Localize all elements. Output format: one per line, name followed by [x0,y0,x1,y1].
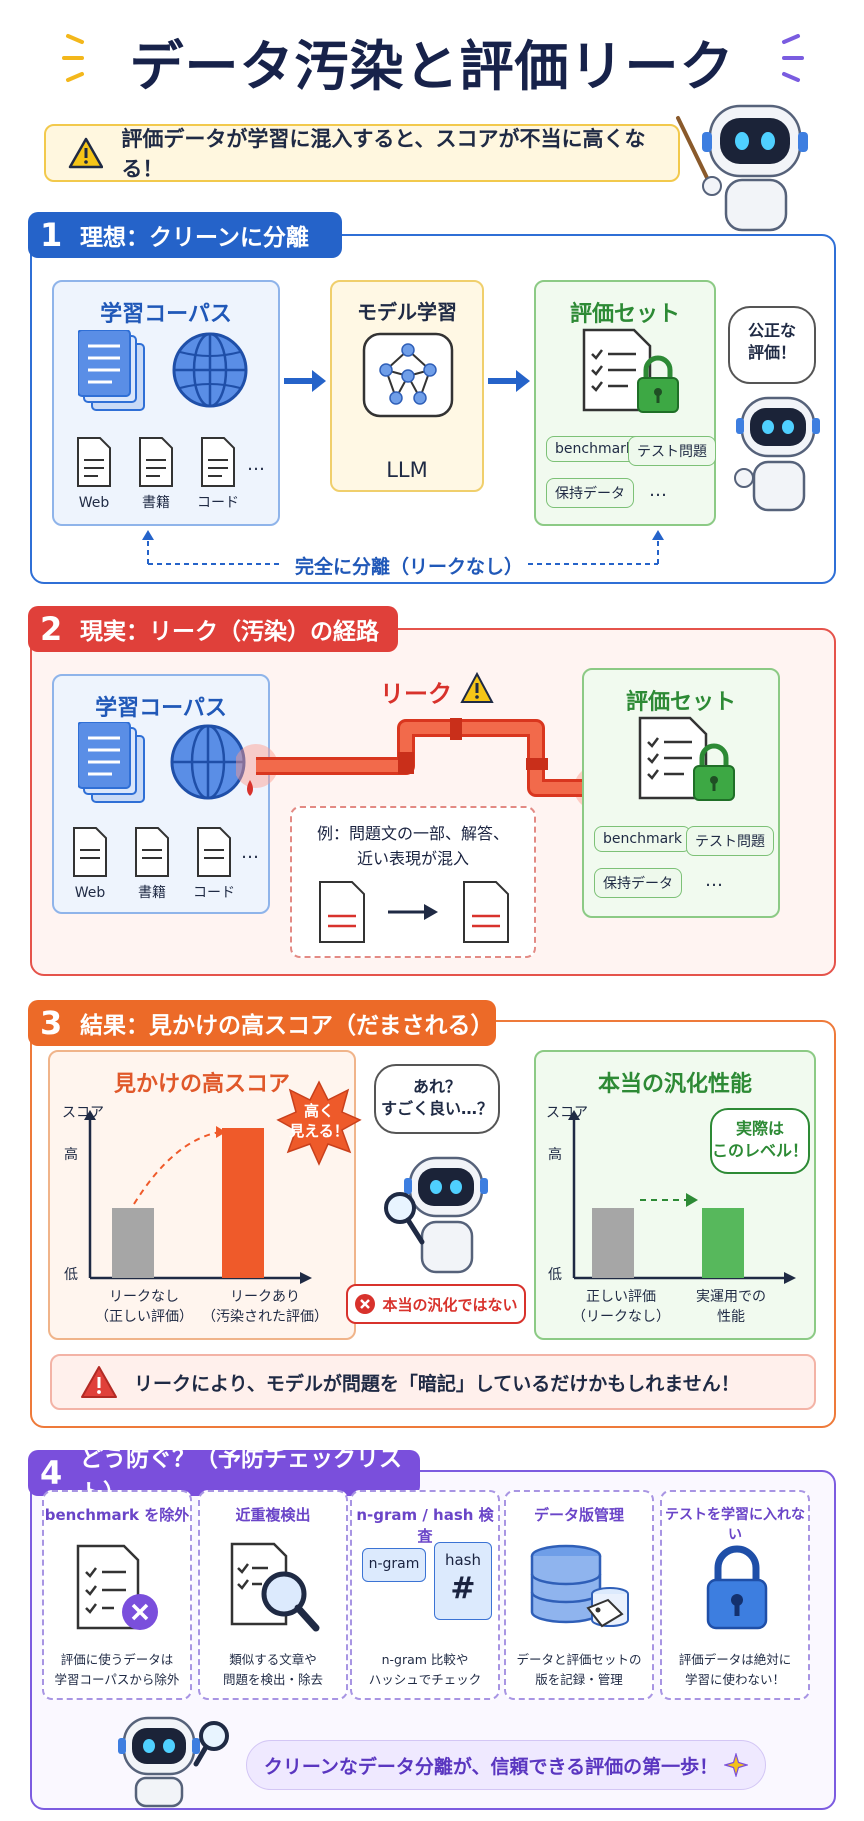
sparkle-left-icon [62,34,84,82]
memorization-alert-text: リークにより、モデルが問題を「暗記」しているだけかもしれません！ [134,1372,740,1395]
s1-eval-title: 評価セット [569,302,680,327]
apparent-score-title: 見かけの高スコア [113,1072,290,1097]
padlock-icon [706,1545,768,1630]
s2-corpus-title: 学習コーパス [95,696,227,721]
hash-chip: hash # [434,1542,492,1620]
apparent-bar-clean [112,1208,154,1278]
s2-tag-holdout: 保持データ [594,868,682,898]
s2-corpus-web: Web [74,885,106,901]
leak-example-line2: 近い表現が混入 [356,848,469,868]
s1-corpus-title: 学習コーパス [100,302,232,327]
s2-corpus-more: … [241,842,259,863]
checklist-lock-icon [582,328,679,413]
not-generalization-text: 本当の汎化ではない [382,1295,518,1314]
true-performance-bubble: 実際は このレベル！ [710,1108,810,1174]
true-performance-title: 本当の汎化性能 [597,1072,752,1097]
starburst-text: 高く見える！ [289,1102,349,1140]
warning-text: 評価データが学習に混入すると、スコアが不当に高くなる！ [121,127,646,181]
starburst-icon [276,1080,362,1166]
s1-corpus-code: コード [197,495,239,511]
card-no-test-in-train: テストを学習に入れない 評価データは絶対に学習に使わない！ [660,1490,810,1700]
robot-magnifier-icon [384,1156,488,1274]
warning-banner: 評価データが学習に混入すると、スコアが不当に高くなる！ [44,124,680,182]
left-axis-high: 高 [64,1147,78,1163]
separation-arrow [142,530,664,565]
robot-thumbsup-icon [734,396,820,512]
database-tag-icon [530,1544,629,1628]
s2-checklist-lock-icon [638,716,735,801]
s2-corpus-books: 書籍 [138,885,166,901]
s1-tag-holdout: 保持データ [546,478,634,508]
true-performance-box: 本当の汎化性能 [534,1050,816,1340]
page-title: データ汚染と評価リーク [129,35,735,98]
true-performance-chart [568,1110,796,1284]
leak-pipe-icon [236,718,618,810]
section2-heading: 2 現実：リーク（汚染）の経路 [28,606,398,652]
s1-separation-label: 完全に分離（リークなし） [294,556,523,578]
document-search-icon [230,1542,320,1632]
apparent-score-chart [84,1110,312,1284]
s1-robot-bubble: 公正な 評価！ [728,306,816,384]
right-cat-clean: 正しい評価（リークなし） [572,1289,670,1325]
s1-model-label: LLM [386,458,428,482]
footer-text: クリーンなデータ分離が、信頼できる評価の第一歩！ [263,1755,719,1778]
robot-pointer-icon [676,104,808,232]
apparent-score-box: 見かけの高スコア [48,1050,356,1340]
s2-eval-more: … [705,870,723,891]
true-bar-clean [592,1208,634,1278]
s1-corpus-web: Web [78,495,110,511]
s1-tag-test: テスト問題 [628,436,716,466]
warning-icon [68,137,104,169]
doc-transfer-icon [319,881,509,943]
s2-docs-globe-icon [78,722,246,803]
ngram-chip: n-gram [362,1548,426,1582]
section3-heading: 3 結果：見かけの高スコア（だまされる） [28,1000,496,1046]
sparkle-icon [724,1753,749,1777]
s2-corpus-code: コード [193,885,235,901]
left-axis-low: 低 [64,1267,78,1283]
s2-file-icons [73,827,231,877]
memorization-alert: リークにより、モデルが問題を「暗記」しているだけかもしれません！ [50,1354,816,1410]
true-bar-production [702,1208,744,1278]
arrow-right-icon [284,370,326,392]
s1-tag-benchmark: benchmark [546,436,644,462]
right-axis-high: 高 [548,1147,562,1163]
s1-model-title: モデル学習 [357,300,457,324]
not-generalization-badge: 本当の汎化ではない [346,1284,526,1324]
alert-triangle-icon [81,1366,117,1398]
s1-corpus-more: … [247,454,265,475]
apparent-bar-leaked [222,1128,264,1278]
s1-docs-globe-icon [78,330,248,411]
right-axis-low: 低 [548,1267,562,1283]
footer-message: クリーンなデータ分離が、信頼できる評価の第一歩！ [246,1740,766,1790]
section1-heading: 1 理想：クリーンに分離 [28,212,342,258]
s2-tag-benchmark: benchmark [594,826,692,852]
arrow-right-icon [488,370,530,392]
s1-corpus-books: 書籍 [142,495,170,511]
card-data-versioning: データ版管理 データと評価セットの版を記録・管理 [504,1490,654,1700]
leak-example-line1: 例：問題文の一部、解答、 [316,824,509,843]
s1-file-icons [77,437,235,487]
sparkle-right-icon [782,34,804,82]
error-x-icon [355,1294,376,1314]
card-near-duplicate: 近重複検出 類似する文章や問題を検出・除去 [198,1490,348,1700]
leak-warning-icon [460,672,494,703]
left-cat-leaked: リークあり（汚染された評価） [202,1289,328,1325]
leak-label: リーク [380,680,452,708]
s3-robot-bubble: あれ？ すごく良い…？ [374,1064,500,1134]
s2-tag-test: テスト問題 [686,826,774,856]
neural-network-icon [362,332,454,418]
s2-eval-title: 評価セット [625,690,736,715]
robot-bottom-icon [118,1716,229,1808]
right-cat-production: 実運用での性能 [696,1289,766,1325]
card-ngram-hash: n-gram / hash 検査 n-gram hash # n-gram 比較… [350,1490,500,1700]
left-cat-clean: リークなし（正しい評価） [95,1289,193,1325]
checklist-x-icon [76,1544,158,1630]
card-exclude-benchmark: benchmark を除外 評価に使うデータは学習コーパスから除外 [42,1490,192,1700]
s1-eval-more: … [649,480,667,501]
